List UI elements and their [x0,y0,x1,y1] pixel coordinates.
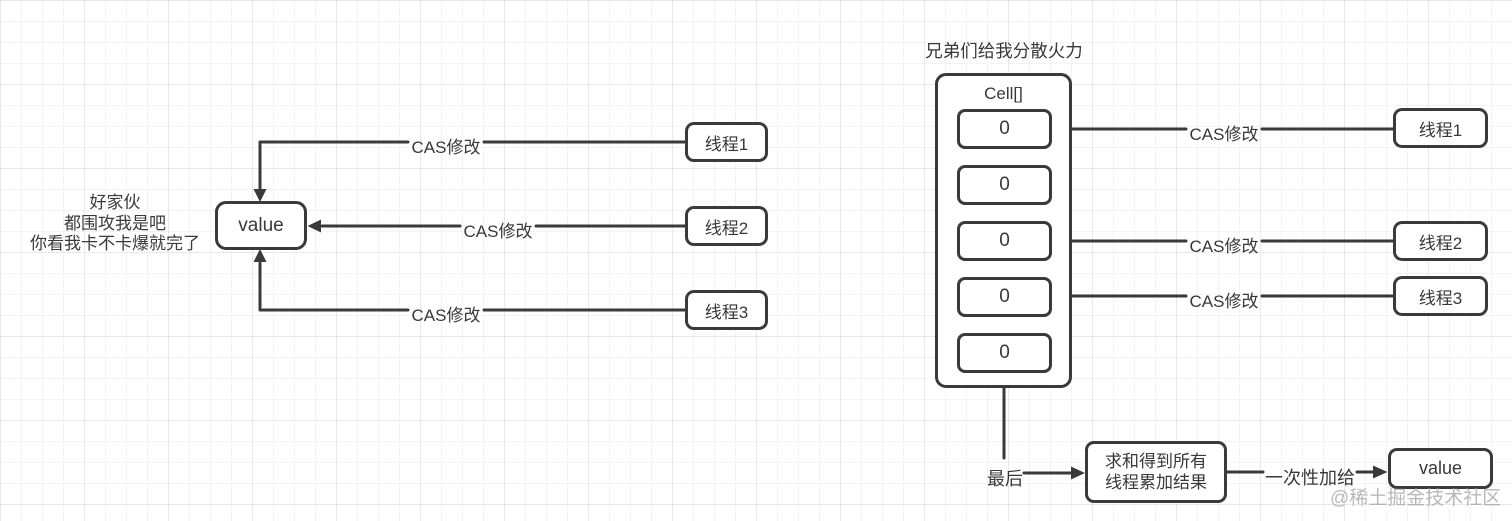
right-thread-2-box: 线程2 [1393,221,1488,261]
left-thread-3-box: 线程3 [685,290,768,330]
flow-last-label: 最后 [987,469,1023,489]
right-edge-label-2: CAS修改 [1189,237,1259,256]
left-caption-line-2: 都围攻我是吧 [64,213,166,233]
left-caption: 好家伙 都围攻我是吧 你看我卡不卡爆就完了 [15,193,215,255]
left-edge-label-3: CAS修改 [411,306,481,325]
left-edge-label-1: CAS修改 [411,138,481,157]
right-edge-label-3: CAS修改 [1189,292,1259,311]
cell-3: 0 [957,277,1052,317]
right-thread-1-box: 线程1 [1393,108,1488,148]
flow-transfer-label: 一次性加给 [1265,468,1355,488]
cell-array-title: Cell[] [984,84,1023,103]
cell-0: 0 [957,109,1052,149]
left-thread-2-box: 线程2 [685,206,768,246]
left-thread-1-box: 线程1 [685,122,768,162]
left-edge-label-2: CAS修改 [463,222,533,241]
cell-1: 0 [957,165,1052,205]
cell-2: 0 [957,221,1052,261]
right-thread-3-box: 线程3 [1393,276,1488,316]
sum-result-line-2: 线程累加结果 [1105,473,1207,492]
left-value-box: value [215,201,307,250]
left-caption-line-3: 你看我卡不卡爆就完了 [30,234,200,253]
cell-4: 0 [957,333,1052,373]
right-value-box: value [1388,448,1493,489]
watermark: @稀土掘金技术社区 [1330,488,1502,509]
left-caption-line-1: 好家伙 [89,193,141,212]
cell-array-box: Cell[] 0 0 0 0 0 [935,73,1072,388]
sum-result-box: 求和得到所有 线程累加结果 [1085,441,1227,503]
right-edge-label-1: CAS修改 [1189,125,1259,144]
sum-result-line-1: 求和得到所有 [1105,452,1207,471]
right-title: 兄弟们给我分散火力 [925,41,1083,61]
